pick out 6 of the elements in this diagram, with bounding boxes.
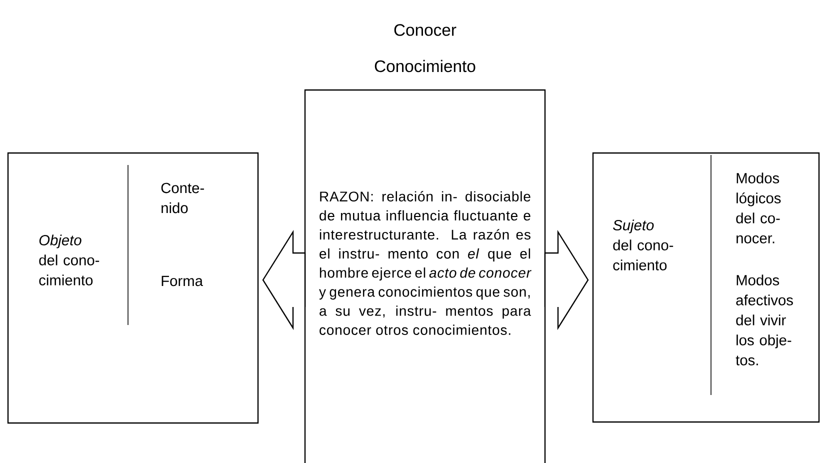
text-box: Conocimiento RAZON: relación in- disociable de mutua influencia fluctuante e interestructurante. La razón es el instru- mento con el que el hombre ejerce el acto de conocer y genera conocimientos que son, a su vez, instru- mentos para conocer otros conocimientos. <box>304 60 546 463</box>
text-box: Sujeto del cono- cimiento Modos lógicos del co- nocer. Modos afectivos del vivir los obje- tos. <box>592 152 820 423</box>
text-box: Objeto del cono- cimiento Conte- nido Forma <box>7 152 259 424</box>
block-arrow <box>544 230 589 330</box>
title: Conocer <box>394 24 456 36</box>
block-arrow <box>262 230 306 330</box>
